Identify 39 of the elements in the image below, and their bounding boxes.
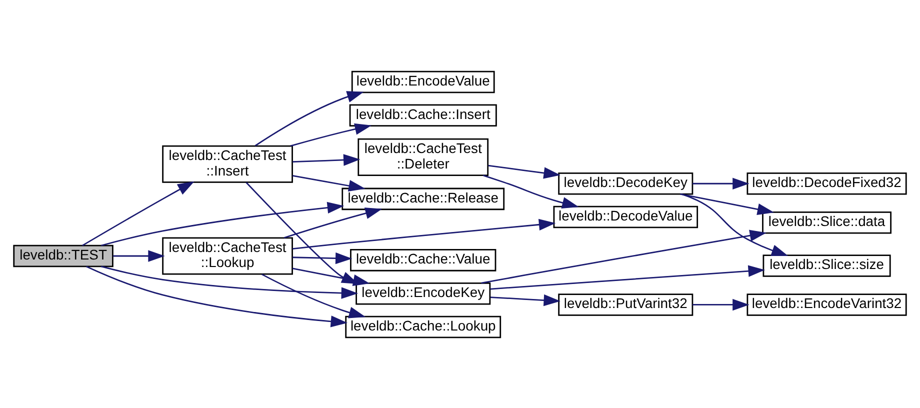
arrow	[482, 174, 579, 208]
node-box: leveldb::CacheTest ::Deleter	[358, 138, 489, 176]
arrow	[292, 252, 352, 264]
node-box: leveldb::Cache::Lookup	[345, 315, 502, 338]
arrow	[290, 122, 372, 146]
arrow	[490, 294, 560, 306]
node-box: leveldb::DecodeFixed32	[746, 172, 907, 194]
arrow	[292, 174, 366, 192]
arrow	[113, 250, 165, 262]
arrow	[292, 218, 556, 249]
node-box: leveldb::TEST	[13, 244, 114, 267]
arrow	[292, 267, 370, 286]
node-box: leveldb::Slice::data	[762, 210, 892, 234]
node-box: leveldb::CacheTest ::Lookup	[162, 236, 293, 274]
node-box: leveldb::Slice::size	[762, 254, 891, 276]
arrow	[82, 180, 194, 246]
arrow	[490, 264, 765, 290]
arrow	[86, 265, 348, 327]
node-box: leveldb::DecodeValue	[553, 205, 698, 228]
node-box: leveldb::DecodeKey	[558, 172, 694, 194]
arrow	[692, 298, 750, 310]
node-box: leveldb::CacheTest ::Insert	[162, 144, 293, 182]
arrow	[254, 90, 364, 146]
arrow	[101, 201, 344, 246]
arrow	[680, 192, 774, 215]
node-box: leveldb::Cache::Insert	[349, 104, 497, 126]
arrow	[681, 192, 788, 256]
arrow	[481, 229, 767, 284]
arrow	[692, 177, 750, 189]
node-box: leveldb::Cache::Release	[342, 187, 505, 210]
node-box: leveldb::PutVarint32	[558, 293, 694, 316]
node-box: leveldb::EncodeVarint32	[746, 293, 907, 316]
arrow	[284, 207, 382, 238]
arrow	[488, 164, 560, 178]
arrow	[292, 154, 360, 166]
node-box: leveldb::Cache::Value	[350, 248, 496, 271]
arrow	[262, 273, 366, 318]
node-box: leveldb::EncodeValue	[351, 70, 495, 93]
node-box: leveldb::EncodeKey	[356, 282, 491, 304]
